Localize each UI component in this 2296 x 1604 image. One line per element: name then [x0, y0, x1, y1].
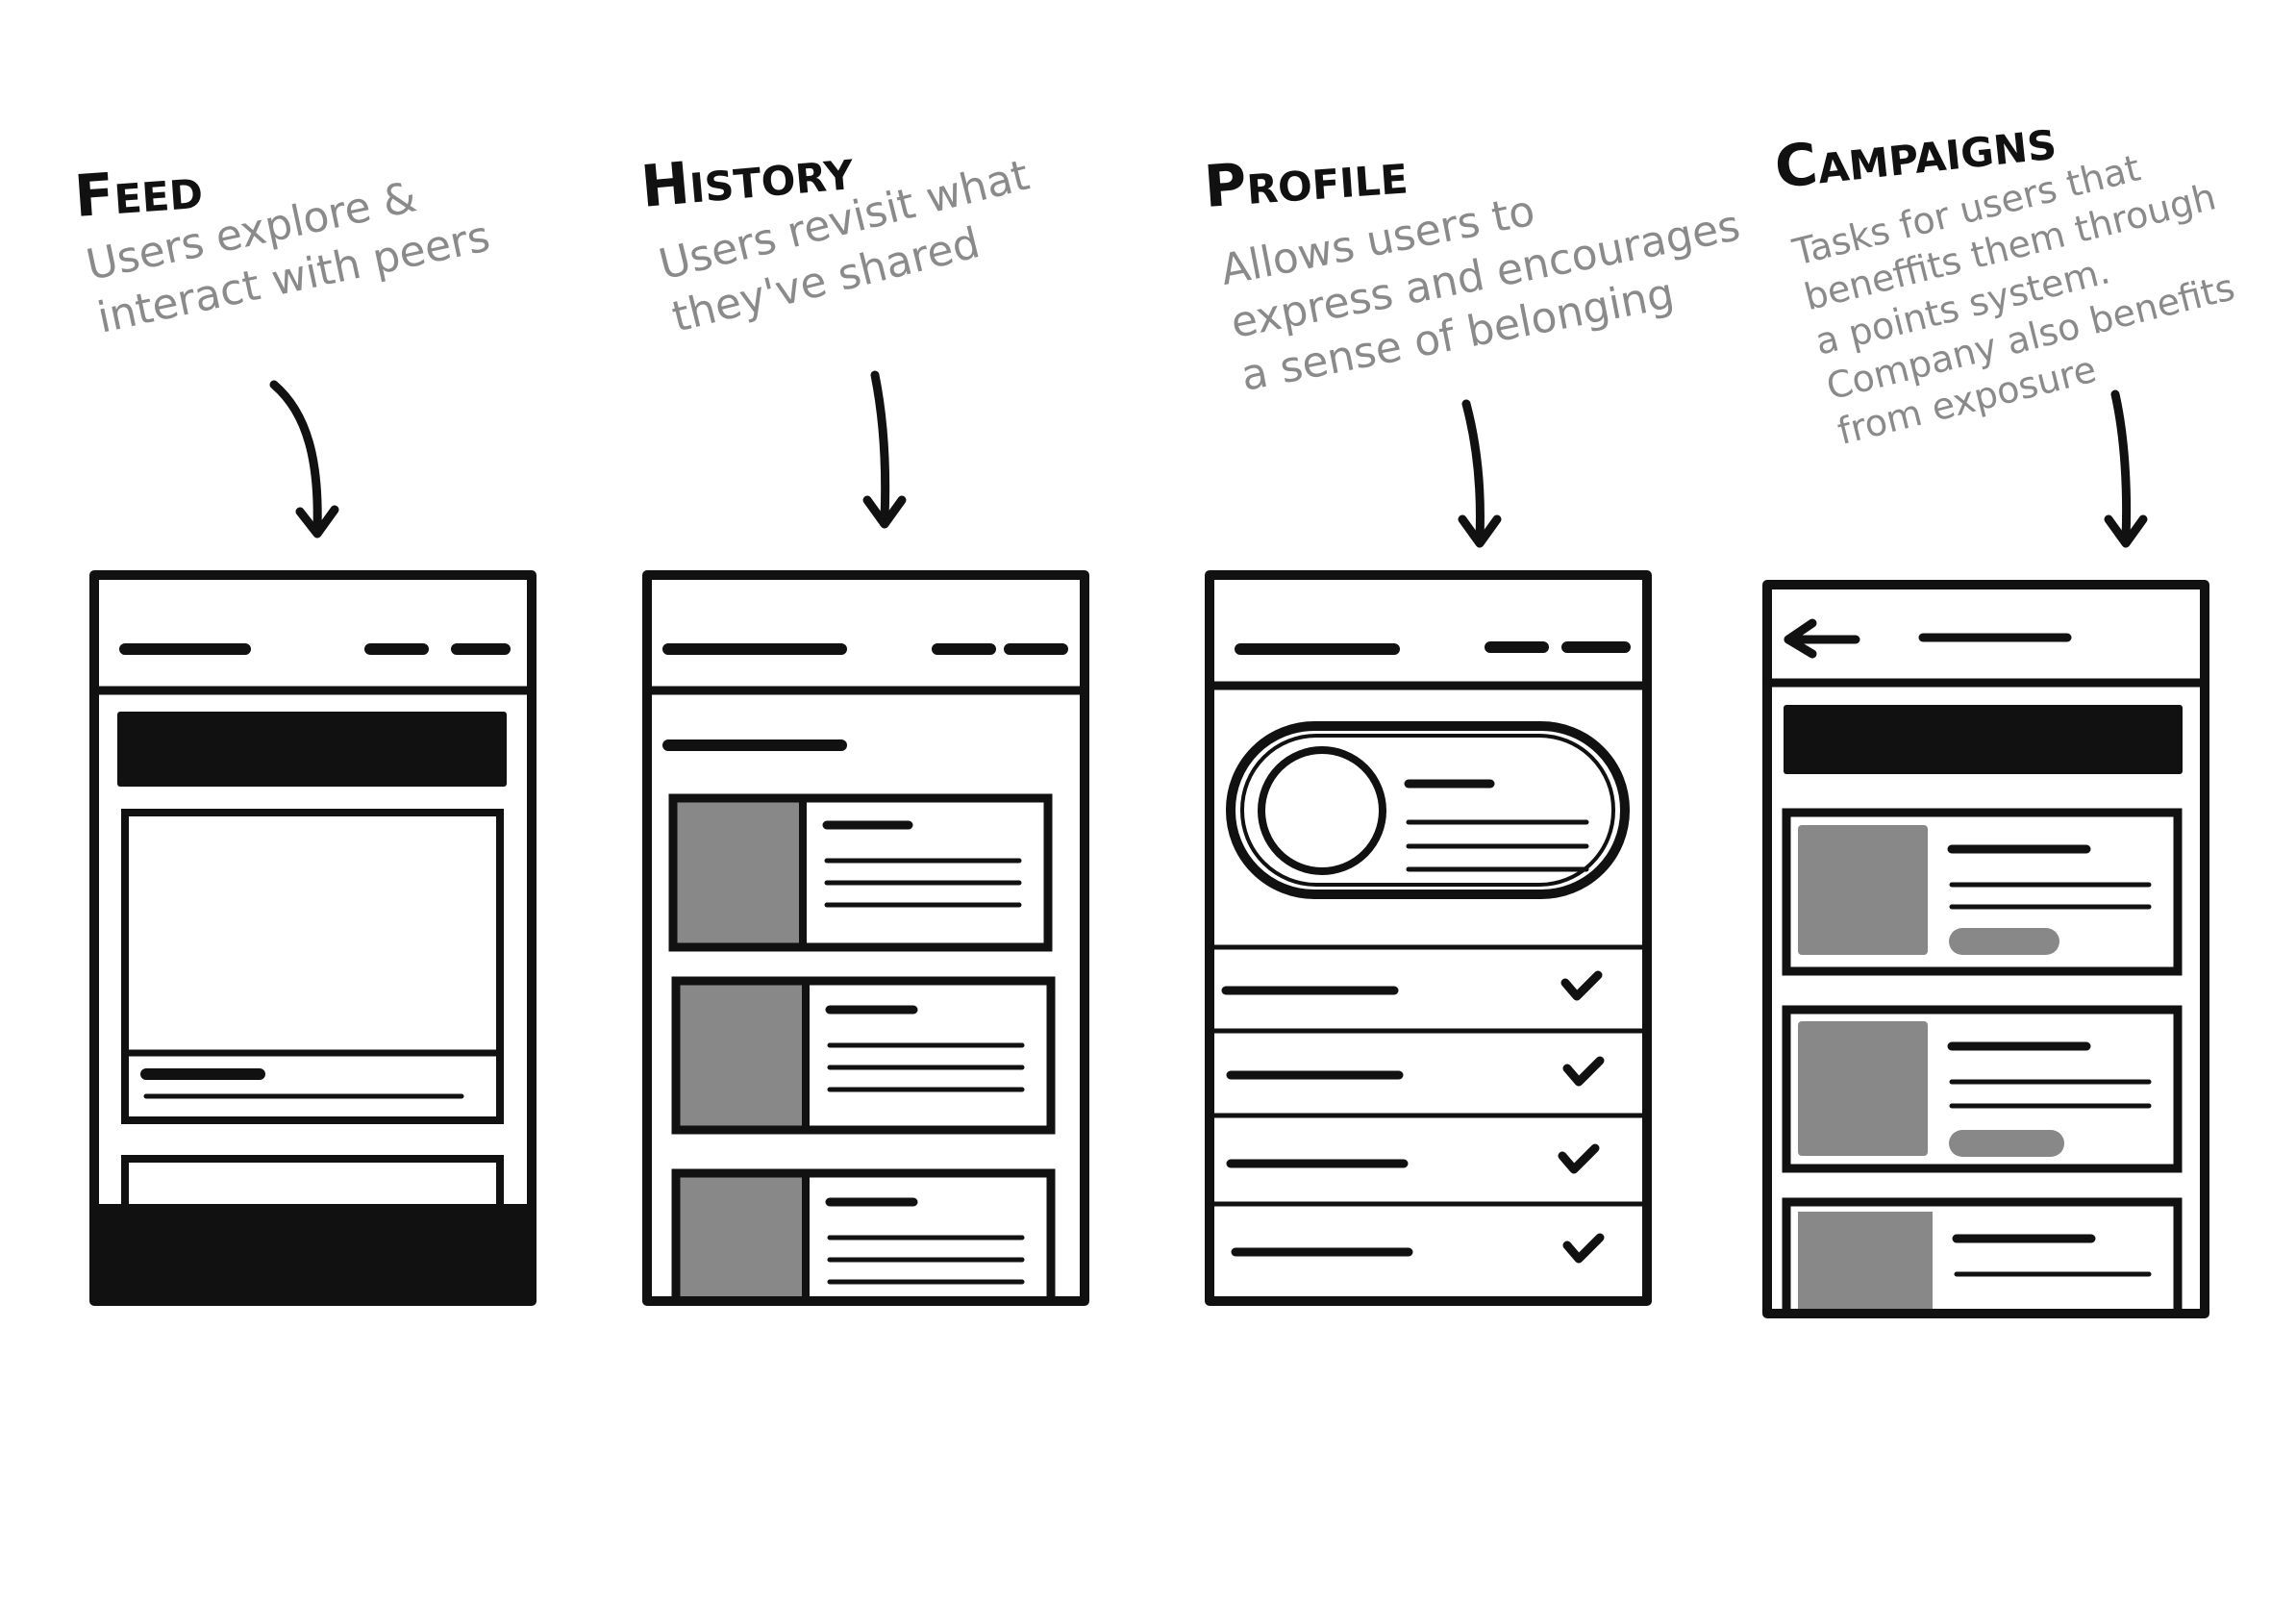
- history-card: [671, 976, 1056, 1135]
- campaign-card: [1782, 1197, 2183, 1313]
- history-card: [668, 793, 1053, 952]
- panel-title-profile: Profile: [1202, 139, 1410, 221]
- card-frame: [671, 1168, 1056, 1298]
- back-arrow-icon: [1784, 618, 1860, 659]
- checkmark-icon: [1562, 1056, 1605, 1087]
- history-card: [671, 1168, 1056, 1298]
- checkmark-icon: [1560, 970, 1603, 1001]
- down-arrow-icon: [862, 370, 907, 529]
- phone-frame: [89, 570, 537, 1306]
- campaign-card: [1782, 808, 2183, 976]
- campaign-card: [1782, 1005, 2183, 1173]
- card-thumbnail-placeholder: [676, 981, 806, 1130]
- feed-banner: [117, 712, 507, 787]
- feed-next-card: [121, 1155, 504, 1208]
- card-thumbnail-placeholder: [676, 1173, 806, 1298]
- phone-frame: [1205, 570, 1652, 1306]
- feed-phone-wireframe: [89, 570, 537, 1306]
- down-arrow-icon: [2104, 389, 2148, 548]
- card-action-pill: [1949, 928, 2059, 955]
- checkmark-icon: [1562, 1233, 1605, 1264]
- profile-phone-wireframe: [1205, 570, 1652, 1306]
- history-phone-wireframe: [642, 570, 1089, 1306]
- card-frame: [1782, 808, 2183, 976]
- profile-summary-card: [1226, 721, 1630, 899]
- card-frame: [1782, 1005, 2183, 1173]
- down-arrow-icon: [269, 380, 339, 539]
- card-frame: [1782, 1197, 2183, 1313]
- checkmark-icon: [1558, 1143, 1600, 1174]
- card-frame: [671, 976, 1056, 1135]
- feed-post-card: [121, 809, 504, 1124]
- card-action-pill: [1949, 1130, 2064, 1157]
- avatar: [1258, 746, 1386, 875]
- campaign-banner: [1784, 705, 2183, 774]
- down-arrow-icon: [1458, 399, 1502, 548]
- card-image-placeholder: [1798, 1021, 1928, 1156]
- campaigns-phone-wireframe: [1762, 580, 2209, 1318]
- card-image-placeholder: [1798, 1212, 1933, 1313]
- card-thumbnail-placeholder: [673, 798, 803, 947]
- card-image-placeholder: [1798, 825, 1928, 955]
- card-frame: [668, 793, 1053, 952]
- bottom-navigation-bar: [90, 1204, 536, 1304]
